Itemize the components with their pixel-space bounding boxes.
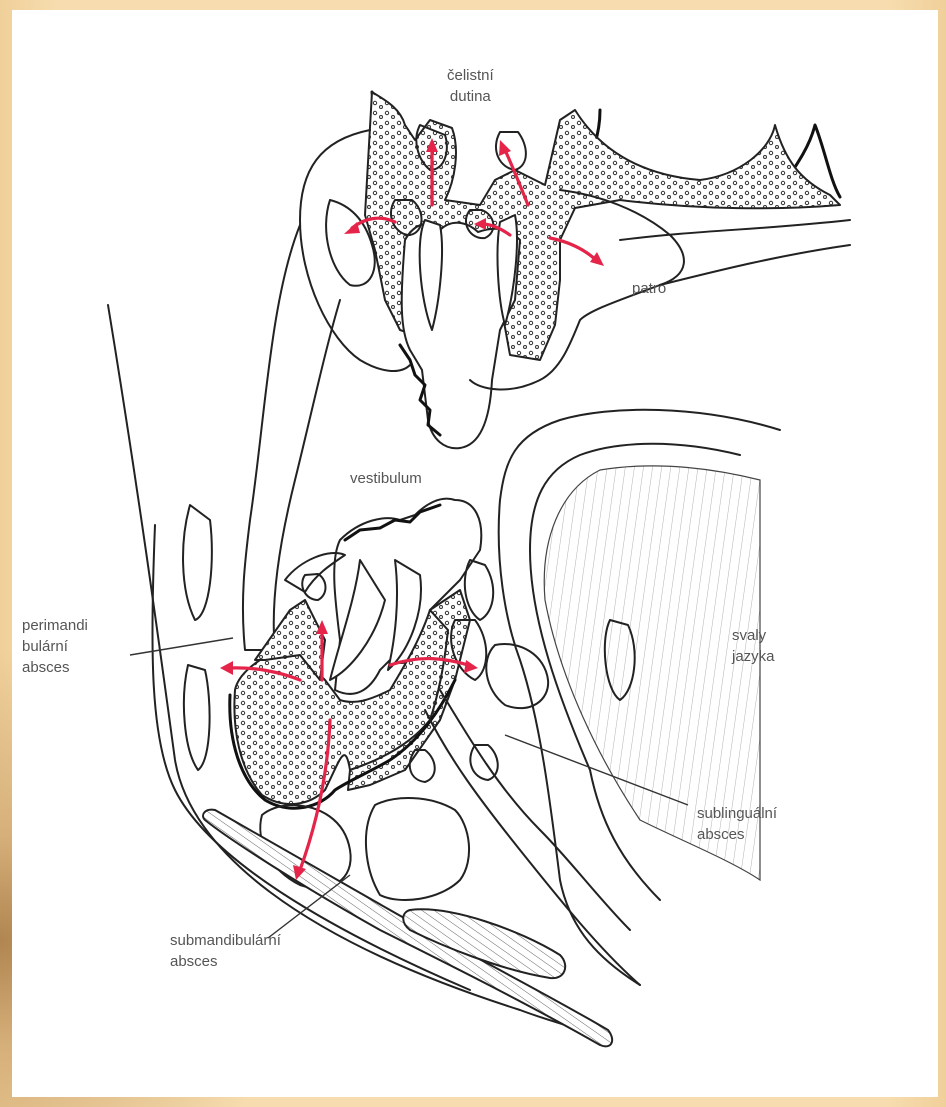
label-patro: patro [632, 278, 666, 299]
label-perimand-line3: absces [22, 657, 88, 678]
maxilla-group [300, 92, 850, 448]
label-perimand-line2: bulární [22, 636, 88, 657]
perimand-leader [130, 638, 233, 655]
label-vestibulum: vestibulum [350, 468, 422, 489]
arrowhead-right-subling [464, 660, 478, 673]
label-subling-line2: absces [697, 824, 777, 845]
label-submand-line1: submandibulární [170, 930, 281, 951]
label-perimandibularni-absces: perimandi bulární absces [22, 615, 88, 678]
label-celistni-line2: dutina [447, 86, 494, 107]
label-vestibulum-text: vestibulum [350, 468, 422, 489]
label-svaly-line2: jazyka [732, 646, 775, 667]
label-submandibularni-absces: submandibulární absces [170, 930, 281, 972]
label-sublingualni-absces: sublinguální absces [697, 803, 777, 845]
label-svaly-jazyka: svaly jazyka [732, 625, 775, 667]
label-perimand-line1: perimandi [22, 615, 88, 636]
palate-lower-line [660, 245, 850, 285]
vestibulum-lobe-right [465, 560, 493, 620]
label-celistni-dutina: čelistní dutina [447, 65, 494, 107]
figure-panel: čelistní dutina patro vestibulum svaly j… [12, 10, 938, 1097]
label-submand-line2: absces [170, 951, 281, 972]
label-celistni-line1: čelistní [447, 65, 494, 86]
label-subling-line1: sublinguální [697, 803, 777, 824]
label-svaly-line1: svaly [732, 625, 775, 646]
arrowhead-left-perimand [220, 661, 233, 675]
vestibulum-small-ring [302, 574, 325, 600]
arrowhead-right-palate [590, 252, 604, 266]
anatomy-diagram [12, 10, 938, 1097]
outer-lower-lobe [184, 665, 210, 770]
outer-cheek-lobe [183, 505, 212, 620]
label-patro-text: patro [632, 278, 666, 299]
submand-gland [366, 798, 469, 900]
